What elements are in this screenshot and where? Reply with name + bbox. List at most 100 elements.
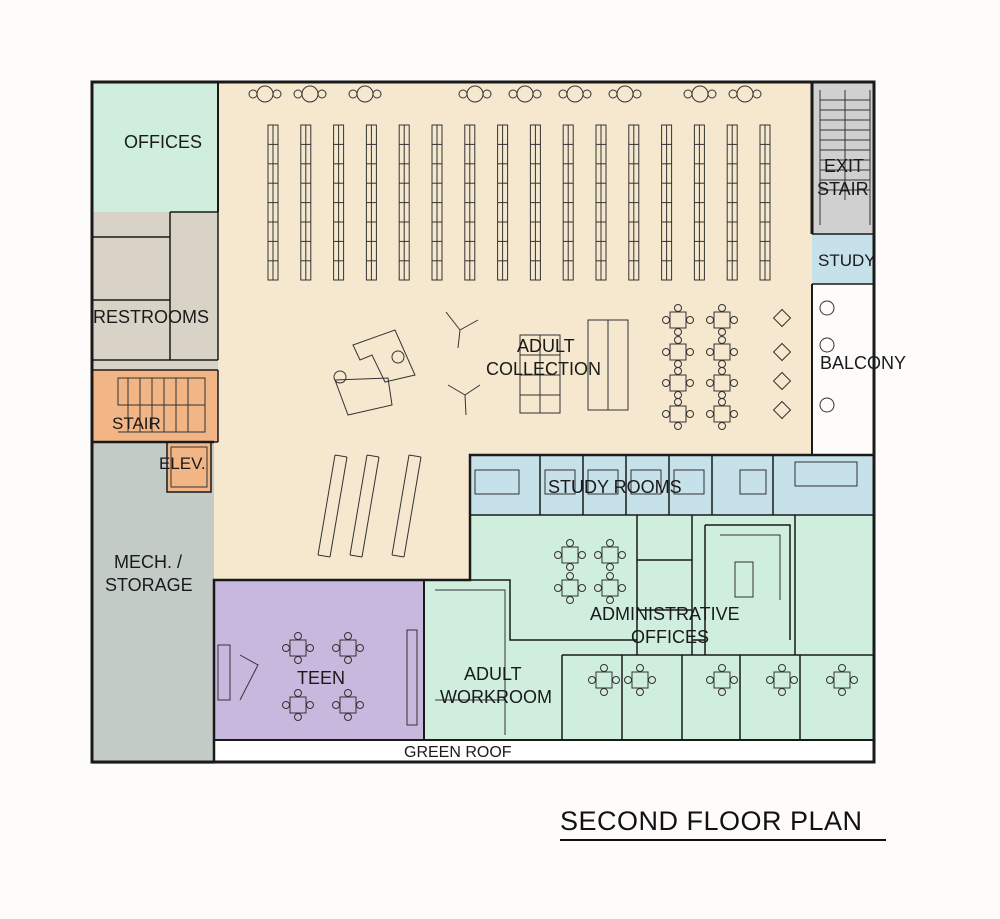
chair xyxy=(662,316,670,324)
exit-stair-treads xyxy=(819,90,871,225)
lounge-seat xyxy=(772,308,792,328)
chair xyxy=(636,664,644,672)
chair xyxy=(582,89,592,99)
chair xyxy=(332,644,340,652)
label-adult-workroom-2: WORKROOM xyxy=(440,687,552,707)
square-tables xyxy=(282,304,858,721)
study-table xyxy=(673,469,705,495)
offices-area xyxy=(92,82,218,237)
chair xyxy=(306,701,314,709)
restrooms-area xyxy=(92,212,218,370)
chair xyxy=(272,89,282,99)
book-stack xyxy=(661,124,673,281)
chair xyxy=(532,89,542,99)
chair xyxy=(778,664,786,672)
chair xyxy=(482,89,492,99)
stair-area xyxy=(92,370,218,442)
room-labels: OFFICES RESTROOMS STAIR ELEV. MECH. / ST… xyxy=(93,132,906,761)
chair xyxy=(718,664,726,672)
chair xyxy=(766,676,774,684)
chair xyxy=(730,410,738,418)
book-stack xyxy=(431,124,443,281)
chair xyxy=(594,551,602,559)
chair xyxy=(730,676,738,684)
chair xyxy=(718,422,726,430)
label-balcony: BALCONY xyxy=(820,353,906,373)
chair xyxy=(458,89,468,99)
chair xyxy=(718,367,726,375)
chair xyxy=(566,596,574,604)
teen-furniture xyxy=(217,629,418,726)
chair xyxy=(356,644,364,652)
chair xyxy=(686,316,694,324)
chair xyxy=(850,676,858,684)
chair xyxy=(344,632,352,640)
label-study-rooms: STUDY ROOMS xyxy=(548,477,682,497)
chair xyxy=(606,539,614,547)
chair xyxy=(348,89,358,99)
adult-collection-area xyxy=(214,82,812,580)
chair xyxy=(826,676,834,684)
chair xyxy=(294,656,302,664)
interior-walls xyxy=(92,211,874,740)
chair xyxy=(306,644,314,652)
chair xyxy=(294,713,302,721)
study-rooms-area xyxy=(470,455,874,515)
chair xyxy=(578,551,586,559)
chair xyxy=(566,563,574,571)
book-stack xyxy=(398,124,410,281)
chair xyxy=(606,563,614,571)
label-administrative-2: OFFICES xyxy=(631,627,709,647)
book-stack xyxy=(529,124,541,281)
label-green-roof: GREEN ROOF xyxy=(404,744,512,761)
chair xyxy=(718,328,726,336)
chair xyxy=(674,304,682,312)
book-stack xyxy=(562,124,574,281)
chair xyxy=(566,572,574,580)
label-exit-stair-1: EXIT xyxy=(824,156,864,176)
main-stair-treads xyxy=(117,377,208,488)
chair xyxy=(706,379,714,387)
chair xyxy=(600,664,608,672)
label-elevator: ELEV. xyxy=(159,454,206,473)
admin-furniture xyxy=(435,534,781,735)
chair xyxy=(674,328,682,336)
mech-storage-area xyxy=(92,442,214,764)
chair xyxy=(662,410,670,418)
chair xyxy=(618,551,626,559)
study-table xyxy=(630,469,662,495)
chair xyxy=(344,713,352,721)
book-stack xyxy=(693,124,705,281)
chair xyxy=(706,676,714,684)
chair xyxy=(600,688,608,696)
study-table xyxy=(587,469,619,495)
chair xyxy=(728,89,738,99)
chair xyxy=(838,688,846,696)
chair xyxy=(558,89,568,99)
chair xyxy=(683,89,693,99)
plan-title: SECOND FLOOR PLAN xyxy=(560,806,886,841)
chair xyxy=(294,689,302,697)
chair xyxy=(317,89,327,99)
study-table xyxy=(739,469,767,495)
green-roof-area xyxy=(214,740,874,762)
chair xyxy=(662,379,670,387)
book-stack xyxy=(333,124,345,281)
book-stack xyxy=(759,124,771,281)
chair xyxy=(608,89,618,99)
chair xyxy=(588,676,596,684)
lounge-seat xyxy=(772,400,792,420)
chair xyxy=(606,596,614,604)
chair xyxy=(554,584,562,592)
chair xyxy=(632,89,642,99)
chair xyxy=(706,348,714,356)
chair xyxy=(282,701,290,709)
label-teen: TEEN xyxy=(297,668,345,688)
label-adult-collection-1: ADULT xyxy=(517,336,575,356)
round-tables xyxy=(248,85,762,103)
book-stack xyxy=(628,124,640,281)
chair xyxy=(293,89,303,99)
label-stair: STAIR xyxy=(112,414,161,433)
book-stacks xyxy=(267,124,771,281)
chair xyxy=(707,89,717,99)
